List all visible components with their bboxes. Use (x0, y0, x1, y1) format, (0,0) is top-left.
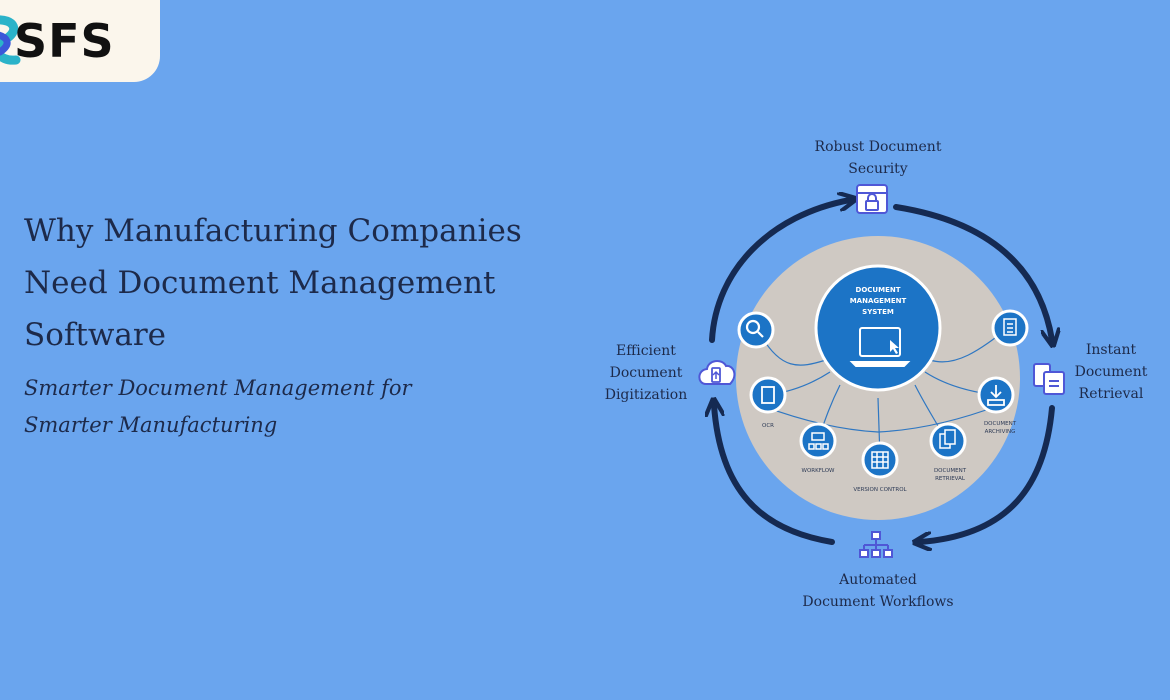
clipboard-icon (1033, 363, 1065, 395)
node-ocr-label: OCR (762, 423, 774, 429)
label-retrieval-line-1: Instant (1085, 342, 1137, 358)
node-retrieval: DOCUMENT RETRIEVAL (929, 422, 967, 482)
label-digitization-line-2: Document (609, 365, 683, 381)
cycle-arrows (712, 200, 1052, 542)
label-security-line-2: Security (848, 161, 908, 177)
label-security-line-1: Robust Document (814, 139, 942, 155)
lock-icon (856, 184, 888, 214)
dms-center-line-3: SYSTEM (862, 308, 894, 316)
node-workflow-label: WORKFLOW (802, 468, 836, 474)
page-title: Why Manufacturing Companies Need Documen… (24, 205, 584, 361)
node-ocr: OCR (749, 376, 787, 429)
label-digitization: Efficient Document Digitization (596, 340, 696, 406)
node-version-control-label: VERSION CONTROL (853, 487, 907, 493)
label-workflows-line-2: Document Workflows (802, 594, 954, 610)
cloud-upload-icon (698, 360, 736, 385)
page-subtitle: Smarter Document Management for Smarter … (24, 370, 464, 444)
label-retrieval-line-2: Document (1074, 364, 1148, 380)
node-document (991, 309, 1029, 347)
title-line-3: Software (24, 317, 167, 353)
node-retrieval-label-1: DOCUMENT (934, 468, 967, 474)
label-digitization-line-1: Efficient (616, 343, 676, 359)
hierarchy-icon (859, 531, 893, 558)
grid-icon (871, 451, 889, 469)
dms-center-line-1: DOCUMENT (856, 286, 901, 294)
laptop-icon (849, 327, 911, 367)
node-retrieval-label-2: RETRIEVAL (935, 476, 966, 482)
title-line-1: Why Manufacturing Companies (24, 213, 522, 249)
label-retrieval-line-3: Retrieval (1078, 386, 1144, 402)
label-workflows-line-1: Automated (839, 572, 917, 588)
download-archive-icon (987, 385, 1005, 406)
workflow-icon (808, 432, 829, 450)
sfs-logo-mark-icon (0, 15, 21, 65)
dms-center-line-2: MANAGEMENT (850, 297, 907, 305)
node-archiving-label-1: DOCUMENT (984, 421, 1017, 427)
subtitle-line-1: Smarter Document Management for (24, 376, 412, 400)
document-lines-icon (1003, 318, 1017, 336)
node-archiving: DOCUMENT ARCHIVING (977, 376, 1017, 435)
title-line-2: Need Document Management (24, 265, 496, 301)
documents-icon (939, 429, 956, 449)
logo-text: SFS (14, 14, 115, 68)
ocr-document-icon (761, 386, 775, 404)
node-search (737, 311, 775, 349)
label-workflows: Automated Document Workflows (778, 569, 978, 613)
label-retrieval: Instant Document Retrieval (1064, 339, 1158, 405)
magnifier-icon (745, 319, 764, 338)
node-archiving-label-2: ARCHIVING (985, 429, 1016, 435)
label-digitization-line-3: Digitization (604, 387, 688, 403)
node-workflow: WORKFLOW (799, 422, 837, 474)
label-security: Robust Document Security (788, 136, 968, 180)
node-version-control: VERSION CONTROL (853, 441, 908, 493)
logo-badge[interactable]: SFS (0, 0, 160, 82)
subtitle-line-2: Smarter Manufacturing (24, 413, 278, 437)
